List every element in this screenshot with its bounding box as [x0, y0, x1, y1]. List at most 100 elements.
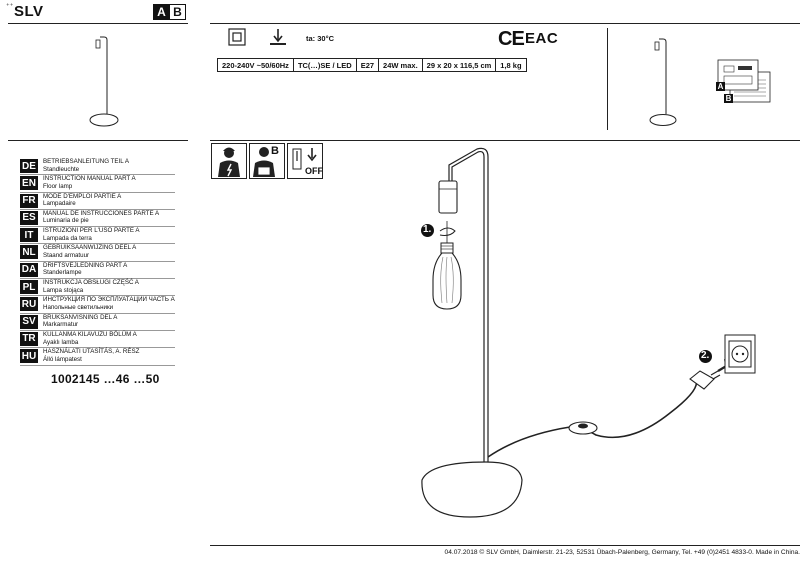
lang-product: Lampada da terra: [43, 234, 92, 242]
step-one-label: 1.: [423, 224, 432, 235]
lang-code: DA: [20, 262, 38, 277]
spec-socket: E27: [355, 58, 380, 72]
manual-part-b-label: B: [271, 145, 279, 157]
lang-title: ИНСТРУКЦИЯ ПО ЭКСПЛУАТАЦИИ ЧАСТЬ А: [43, 296, 175, 304]
spec-table: 220-240V ~50/60Hz TC(…)SE / LED E27 24W …: [217, 58, 527, 72]
ambient-temperature: ta: 30°C: [306, 34, 335, 43]
protection-class-icon: [228, 28, 246, 46]
step-two-label: 2.: [701, 350, 710, 361]
assembly-illustration: [421, 147, 756, 518]
manual-parts-icon: [717, 59, 771, 103]
lang-title: MANUAL DE INSTRUCCIONES PARTE A: [43, 209, 160, 217]
brand-mark-dots: ⁺⁺: [6, 3, 14, 10]
lang-code: TR: [20, 331, 38, 346]
lang-title: KULLANMA KILAVUZU BÖLÜM A: [43, 330, 137, 338]
spec-wattage: 24W max.: [378, 58, 423, 72]
lang-title: DRIFTSVEJLEDNING PART A: [43, 261, 128, 269]
part-badge: A B: [153, 4, 186, 20]
step-two-marker: [699, 350, 712, 363]
lang-product: Álló lámpatest: [43, 355, 82, 363]
lang-code: IT: [20, 228, 38, 243]
lang-product: Lampa stojąca: [43, 286, 84, 294]
section-rule-left: [8, 140, 188, 141]
lang-product: Floor lamp: [43, 182, 73, 190]
lamp-preview-icon: [649, 38, 677, 126]
lang-code: EN: [20, 176, 38, 191]
article-numbers: 1002145 …46 …50: [51, 372, 160, 386]
header-rule-right: [210, 23, 800, 24]
lang-title: GEBRUIKSAANWIJZING DEEL A: [43, 244, 137, 252]
ce-mark: CE: [498, 28, 525, 50]
lang-title: MODE D'EMPLOI PARTIE A: [43, 192, 122, 200]
lang-title: INSTRUCTION MANUAL PART A: [43, 175, 136, 183]
lang-title: ISTRUZIONI PER L'USO PARTE A: [43, 227, 140, 235]
lang-code: HU: [20, 349, 38, 364]
spec-row: 220-240V ~50/60Hz TC(…)SE / LED E27 24W …: [217, 58, 527, 72]
lang-product: Staand armatuur: [43, 252, 90, 260]
read-manual-icon: [249, 143, 285, 179]
part-badge-a: A: [153, 4, 170, 20]
power-off-icon: [287, 143, 323, 179]
lang-code: DE: [20, 159, 38, 173]
lang-title: BRUKSANVISNING DEL A: [43, 313, 118, 321]
lang-product: Standleuchte: [43, 165, 80, 173]
lang-product: Ayaklı lamba: [43, 338, 79, 346]
lang-product: Lampadaire: [43, 200, 76, 208]
header-divider: [607, 28, 608, 130]
header-rule-left: [8, 23, 188, 24]
footer-text: 04.07.2018 © SLV GmbH, Daimlerstr. 21-23…: [444, 549, 800, 556]
step-one-marker: [421, 224, 434, 237]
lang-product: Напольные светильники: [43, 303, 114, 311]
doc-label-a: A: [716, 82, 725, 91]
lang-code: NL: [20, 245, 38, 260]
doc-label-b: B: [724, 94, 733, 103]
lang-product: Markarmatur: [43, 321, 79, 329]
lang-code: SV: [20, 314, 38, 329]
eac-mark: EAC: [525, 30, 559, 47]
ground-mounting-icon: [270, 29, 286, 45]
off-label: OFF: [305, 166, 323, 176]
lang-code: FR: [20, 193, 38, 208]
lang-title: HASZNÁLATI UTASÍTÁS, A. RÉSZ: [43, 348, 140, 356]
spec-lamp-type: TC(…)SE / LED: [292, 58, 357, 72]
lang-product: Standerlampe: [43, 269, 82, 277]
lang-product: Luminaria de pie: [43, 217, 89, 225]
footer-rule: [210, 545, 800, 546]
part-badge-b: B: [170, 4, 186, 20]
lang-title: BETRIEBSANLEITUNG TEIL A: [43, 158, 129, 165]
lang-title: INSTRUKCJA OBSŁUGI CZĘŚĆ A: [43, 279, 139, 287]
electrician-warning-icon: [211, 143, 247, 179]
brand-logo: SLV: [14, 3, 44, 20]
spec-dimensions: 29 x 20 x 116,5 cm: [421, 58, 497, 72]
lang-code: RU: [20, 297, 38, 312]
lamp-thumbnail-icon: [89, 36, 119, 127]
lang-code: ES: [20, 210, 38, 225]
lang-code: PL: [20, 280, 38, 295]
spec-voltage: 220-240V ~50/60Hz: [217, 58, 294, 72]
spec-weight: 1,8 kg: [495, 58, 527, 72]
